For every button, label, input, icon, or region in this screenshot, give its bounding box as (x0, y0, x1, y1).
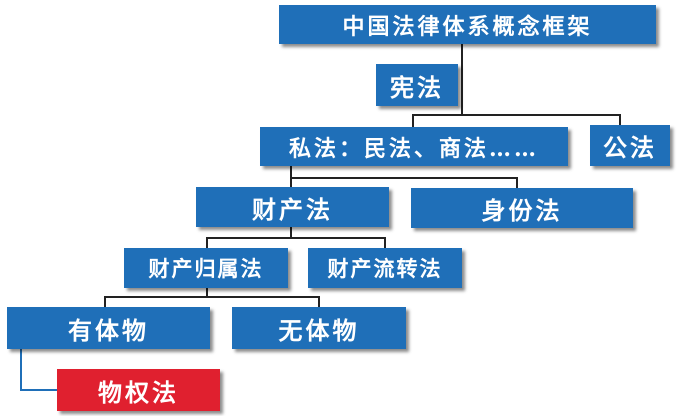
connector-line (206, 237, 208, 248)
node-private-law: 私法：民法、商法…… (260, 127, 568, 166)
connector-line (619, 114, 621, 125)
connector-line (104, 296, 320, 298)
connector-line (412, 114, 414, 127)
node-root: 中国法律体系概念框架 (279, 5, 656, 44)
connector-line (290, 177, 292, 187)
connector-line (290, 166, 292, 179)
node-property-transfer-law: 财产流转法 (308, 248, 462, 288)
connector-line (290, 177, 518, 179)
elbow-connector (20, 349, 58, 391)
node-constitution: 宪法 (376, 64, 458, 106)
connector-line (461, 44, 463, 116)
connector-line (206, 288, 208, 298)
node-intangible-things: 无体物 (232, 307, 406, 349)
node-property-ownership-law: 财产归属法 (124, 248, 288, 288)
node-real-rights-law: 物权法 (57, 369, 220, 411)
connector-line (516, 177, 518, 188)
connector-line (290, 227, 292, 239)
node-public-law: 公法 (590, 125, 670, 166)
node-tangible-things: 有体物 (7, 307, 210, 349)
node-status-law: 身份法 (411, 188, 633, 228)
connector-line (206, 237, 386, 239)
connector-line (412, 114, 621, 116)
connector-line (384, 237, 386, 248)
node-property-law: 财产法 (196, 187, 389, 227)
connector-line (318, 296, 320, 307)
connector-line (104, 296, 106, 307)
